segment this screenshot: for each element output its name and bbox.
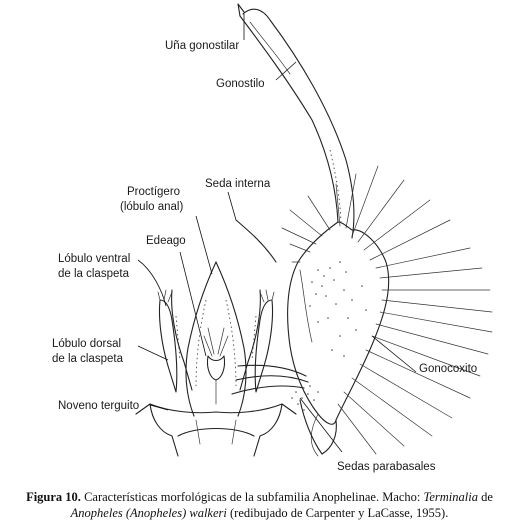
claspeta-izquierda-drawing: [157, 289, 193, 393]
leader-lobulo-dorsal: [137, 345, 169, 361]
leader-lines: [137, 14, 417, 453]
label-una-gonostilar: Uña gonostilar: [165, 40, 239, 52]
seda-interna-drawing: [235, 219, 277, 263]
claspeta-derecha-drawing: [239, 289, 275, 393]
label-noveno-terguito: Noveno terguito: [58, 400, 139, 412]
leader-gonocoxito: [371, 335, 417, 373]
label-proctigero-line2: (lóbulo anal): [120, 201, 183, 213]
caption-italic-terminalia: Terminalia: [423, 490, 478, 504]
gonostilo-drawing: [237, 3, 355, 239]
leader-seda-interna: [227, 191, 237, 221]
gonocoxito-bristles: [281, 165, 493, 455]
caption-italic-species: Anopheles (Anopheles) walkeri: [70, 506, 227, 520]
gonocoxito-stipple: [309, 261, 367, 357]
label-proctigero-line1: Proctígero: [127, 186, 180, 198]
leader-noveno-terguito: [149, 404, 169, 411]
label-edeago: Edeago: [146, 235, 186, 247]
leader-sedas-parabasales: [299, 397, 343, 453]
label-gonostilo: Gonostilo: [216, 78, 265, 90]
caption-figure-number: Figura 10.: [26, 490, 81, 504]
labels: Uña gonostilar Gonostilo Proctígero (lób…: [52, 40, 477, 473]
caption-text-1: Características morfológicas de la subfa…: [80, 490, 424, 504]
label-sedas-parabasales: Sedas parabasales: [337, 461, 436, 473]
figure-caption: Figura 10. Características morfológicas …: [8, 489, 511, 521]
gonocoxito-drawing: [287, 221, 390, 457]
noveno-terguito-drawing: [135, 403, 297, 457]
leader-gonostilo: [275, 61, 297, 81]
terminalia-illustration: [135, 3, 493, 457]
label-lobulo-ventral-line2: de la claspeta: [58, 268, 130, 280]
label-lobulo-dorsal-line1: Lóbulo dorsal: [52, 338, 121, 350]
label-lobulo-ventral-line1: Lóbulo ventral: [58, 253, 130, 265]
label-seda-interna: Seda interna: [205, 178, 271, 190]
leader-lobulo-ventral: [137, 259, 167, 307]
caption-text-3: (redibujado de Carpenter y LaCasse, 1955…: [226, 506, 449, 520]
leader-proctigero: [195, 215, 213, 275]
leader-edeago: [179, 251, 207, 357]
caption-text-2: de: [477, 490, 493, 504]
proctigero-edeago-drawing: [185, 261, 247, 417]
label-gonocoxito: Gonocoxito: [419, 363, 477, 375]
label-lobulo-dorsal-line2: de la claspeta: [52, 353, 124, 365]
